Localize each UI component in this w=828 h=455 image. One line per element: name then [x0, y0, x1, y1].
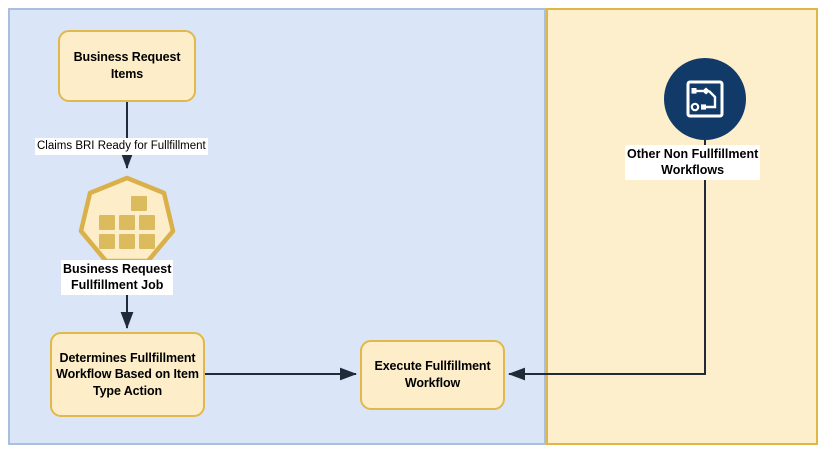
- node-business-request-items[interactable]: Business Request Items: [58, 30, 196, 102]
- node-label-other-non-fullfillment-workflows: Other Non Fullfillment Workflows: [625, 145, 761, 180]
- node-determines-fulfillment-workflow[interactable]: Determines Fullfillment Workflow Based o…: [50, 332, 205, 417]
- edge-label-claims-bri-ready: Claims BRI Ready for Fullfillment: [35, 138, 208, 155]
- node-execute-fulfillment-workflow[interactable]: Execute Fullfillment Workflow: [360, 340, 505, 410]
- non-fulfillment-panel: [546, 8, 818, 445]
- node-label-business-request-fullfillment-job: Business Request Fullfillment Job: [61, 260, 174, 295]
